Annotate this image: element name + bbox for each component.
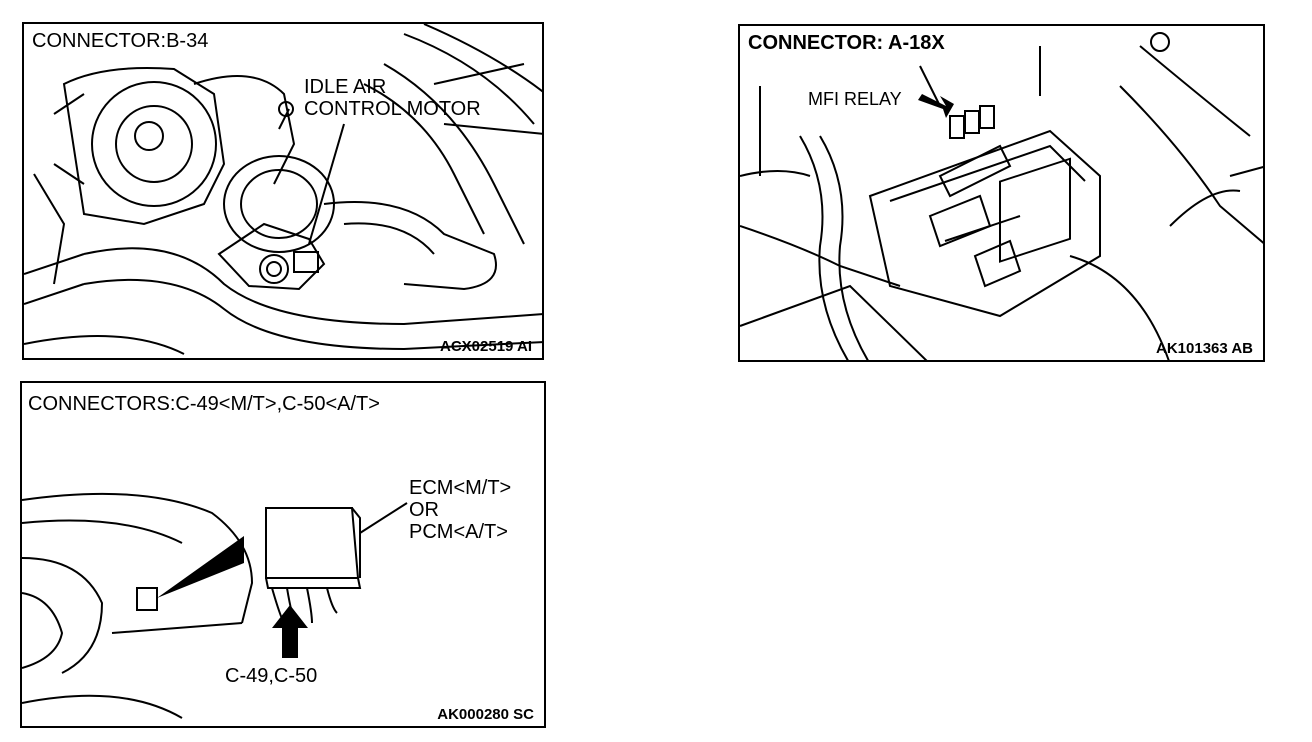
relay-box-illustration: [740, 32, 1263, 360]
panel-connector-a18x: CONNECTOR: A-18X MFI RELAY AK101363 AB: [738, 24, 1265, 362]
label-line-3: PCM<A/T>: [409, 521, 508, 543]
panel-title: CONNECTOR:B-34: [32, 30, 209, 52]
label-line-1: IDLE AIR: [304, 76, 387, 98]
figure-code: AK000280 SC: [437, 706, 534, 723]
label-line-2: CONTROL MOTOR: [304, 98, 481, 120]
connector-label: C-49,C-50: [225, 665, 318, 687]
component-label: MFI RELAY: [808, 89, 902, 109]
label-line-2: OR: [409, 499, 439, 521]
panel-title: CONNECTORS:C-49<M/T>,C-50<A/T>: [28, 393, 380, 415]
component-label: IDLE AIR CONTROL MOTOR: [304, 76, 481, 120]
figure-code: ACX02519 AI: [440, 338, 532, 355]
figure-code: AK101363 AB: [1156, 340, 1253, 357]
component-label: ECM<M/T> OR PCM<A/T>: [409, 477, 511, 543]
panel-connectors-c49-c50: CONNECTORS:C-49<M/T>,C-50<A/T> ECM<M/T> …: [20, 381, 546, 728]
engine-bay-illustration: [24, 24, 542, 355]
panel-title: CONNECTOR: A-18X: [748, 32, 945, 54]
label-line-1: ECM<M/T>: [409, 477, 512, 499]
dashboard-illustration: [22, 492, 408, 719]
panel-connector-b34: CONNECTOR:B-34 IDLE AIR CONTROL MOTOR AC…: [22, 22, 544, 360]
